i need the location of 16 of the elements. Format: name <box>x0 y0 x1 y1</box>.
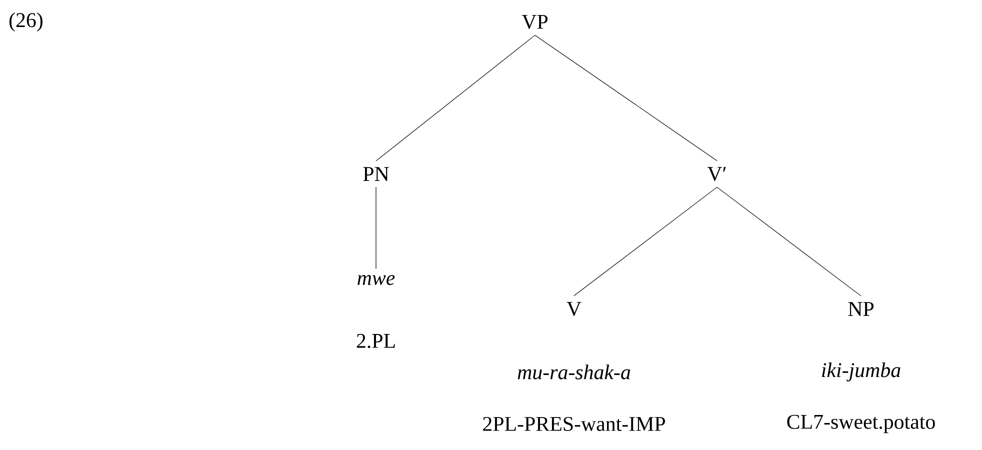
gloss-text: 2.PL <box>356 334 395 348</box>
gloss-text: CL7-sweet.potato <box>787 414 935 434</box>
tree-branch <box>376 34 536 162</box>
tree-branch <box>716 186 862 296</box>
leaf-word: mwe <box>358 274 395 286</box>
category-label: PN <box>363 167 389 181</box>
tree-branch <box>574 186 718 296</box>
word-form: iki-jumba <box>822 362 900 382</box>
tree-branch <box>534 34 718 162</box>
example-number: (26) <box>9 12 42 32</box>
gloss-text: 2PL-PRES-want-IMP <box>483 416 665 431</box>
word-form: mu-ra-shak-a <box>518 364 630 380</box>
category-label: V′ <box>707 166 726 181</box>
category-label: VP <box>522 14 548 29</box>
category-label: NP <box>848 302 874 316</box>
category-label: V <box>566 302 582 316</box>
